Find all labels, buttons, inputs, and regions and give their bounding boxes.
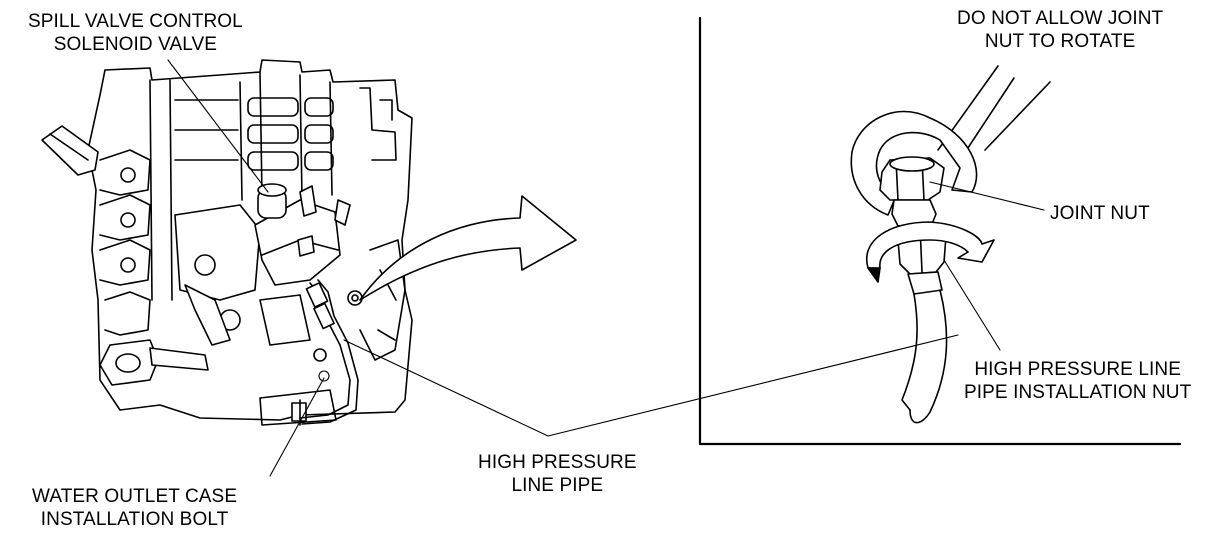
arrow-right-icon [359,195,577,301]
joint-nut-leader [929,181,1045,211]
hp-line-leader-right [547,334,959,437]
hp-line-pipe-label: HIGH PRESSURE LINE PIPE [478,452,637,496]
detail-frame [698,16,1182,446]
spill-valve-label: SPILL VALVE CONTROL SOLENOID VALVE [28,11,243,55]
water-outlet-leader [269,377,325,477]
joint-nut-label: JOINT NUT [1050,203,1150,224]
hp-install-nut-label: HIGH PRESSURE LINE PIPE INSTALLATION NUT [964,359,1192,403]
spill-valve-leader [167,59,269,193]
wrench-detail [850,65,1051,424]
hp-line-leader-left [343,339,549,437]
do-not-allow-label: DO NOT ALLOW JOINT NUT TO ROTATE [957,8,1164,52]
water-outlet-label: WATER OUTLET CASE INSTALLATION BOLT [32,486,238,530]
hp-install-nut-leader [943,259,1001,351]
engine-drawing [41,59,413,426]
